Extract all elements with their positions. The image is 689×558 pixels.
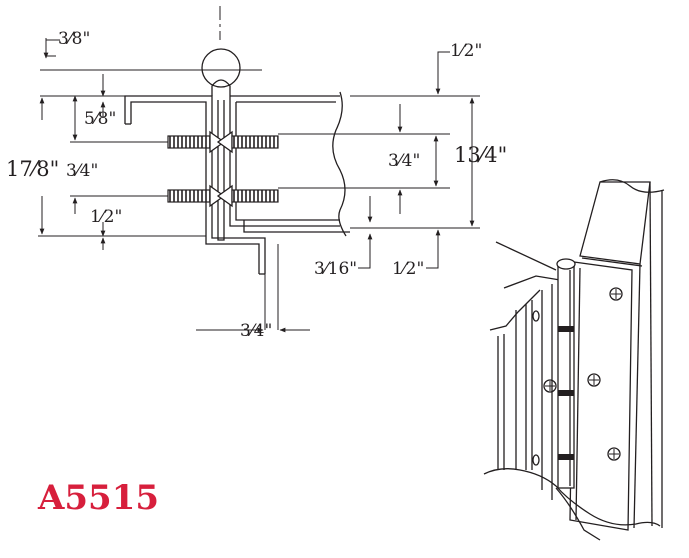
screw-upper bbox=[167, 130, 279, 154]
dim-width-bottom: 3⁄4" bbox=[240, 321, 272, 341]
dim-bottom-gap: 3⁄16" bbox=[314, 259, 357, 279]
pin-circle bbox=[201, 48, 241, 88]
dim-overall-right: 13⁄4" bbox=[454, 143, 507, 167]
model-number: A5515 bbox=[38, 478, 160, 518]
screw-head-2 bbox=[587, 373, 601, 387]
dim-overall-left: 17⁄8" bbox=[6, 157, 59, 181]
screw-head-4 bbox=[543, 379, 557, 393]
dim-bottom-left: 1⁄2" bbox=[90, 207, 122, 227]
screw-head-1 bbox=[609, 287, 623, 301]
dim-top-left: 3⁄8" bbox=[58, 29, 90, 49]
dim-top-right: 1⁄2" bbox=[450, 41, 482, 61]
screw-head-3 bbox=[607, 447, 621, 461]
screw-lower bbox=[167, 184, 279, 208]
dim-leaf-offset: 5⁄8" bbox=[84, 109, 116, 129]
dim-screw-spacing-right: 3⁄4" bbox=[388, 151, 420, 171]
perspective-view bbox=[483, 179, 665, 541]
dim-screw-spacing-left: 3⁄4" bbox=[66, 161, 98, 181]
screw-head-5 bbox=[532, 310, 540, 466]
section-view: 3⁄8" 1⁄2" 5⁄8" 17⁄8" 3⁄4" 1⁄2" 3⁄4" 13⁄4… bbox=[6, 6, 507, 341]
dim-bottom-right: 1⁄2" bbox=[392, 259, 424, 279]
